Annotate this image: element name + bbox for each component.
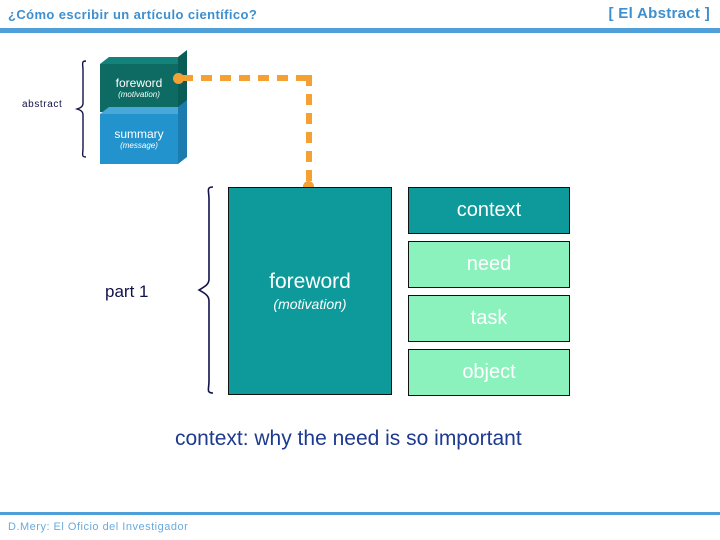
box-subtitle: (motivation) [118, 89, 160, 99]
abstract-group-label: abstract [22, 99, 63, 110]
abstract-brace-icon [74, 60, 87, 158]
footer-credit: D.Mery: El Oficio del Investigador [8, 521, 189, 533]
part1-group-label: part 1 [105, 282, 149, 301]
box-top-face [100, 57, 187, 64]
slide-title: ¿Cómo escribir un artículo científico? [8, 7, 258, 22]
connector-horizontal-dashed-line [182, 75, 312, 81]
connector-end-dot-icon [303, 181, 314, 192]
connector-vertical-dashed-line [306, 75, 312, 188]
connector-start-dot-icon [173, 73, 184, 84]
box-task: task [408, 295, 570, 342]
box-foreword-abstract: foreword (motivation) [100, 49, 187, 112]
box-front-face: summary (message) [100, 114, 178, 164]
box-title: foreword [269, 270, 351, 294]
box-top-face [100, 107, 187, 114]
slide-caption: context: why the need is so important [175, 427, 522, 450]
box-title: foreword [115, 76, 163, 90]
box-context: context [408, 187, 570, 234]
slide-section-label: [ El Abstract ] [608, 5, 710, 22]
box-subtitle: (motivation) [273, 295, 347, 312]
box-foreword-part1: foreword (motivation) [228, 187, 392, 395]
box-subtitle: (message) [120, 140, 158, 150]
box-front-face: foreword (motivation) [100, 64, 178, 112]
box-object: object [408, 349, 570, 396]
box-side-face [178, 99, 187, 164]
box-summary-abstract: summary (message) [100, 99, 187, 164]
part1-brace-icon [197, 186, 214, 394]
header-rule [0, 28, 720, 33]
box-need: need [408, 241, 570, 288]
footer-rule [0, 512, 720, 515]
box-title: summary [114, 127, 164, 141]
